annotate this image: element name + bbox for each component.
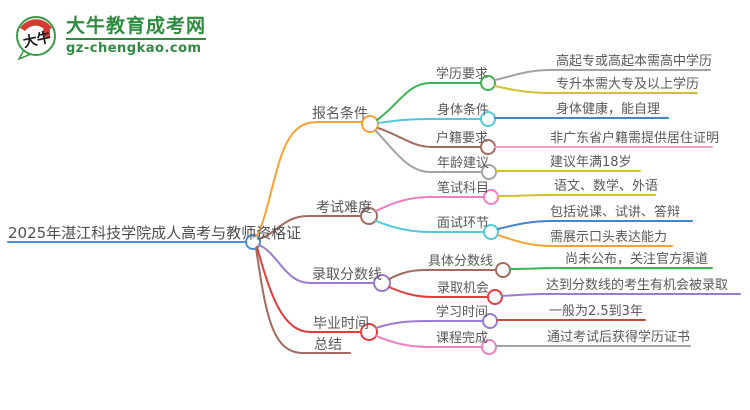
node-circle-interview-stage [483,224,499,240]
logo-seal [43,29,50,37]
edge-leaf-highschool-diploma [494,69,711,81]
edge-written-subjects [375,196,485,212]
branch-graduation-time: 毕业时间 [313,316,369,332]
sub-education-requirement: 学历要求 [436,67,489,82]
logo-bull-mark: 大牛 [16,16,56,60]
edge-household-requirement [377,127,482,148]
logo-mark-text: 大牛 [22,29,53,51]
sub-specific-score-line: 具体分数线 [428,254,494,269]
leaf-college-diploma: 专升本需大专及以上学历 [556,77,700,92]
edge-course-completion [375,335,483,348]
leaf-highschool-diploma: 高起专或高起本需高中学历 [556,54,713,69]
sub-household-requirement: 户籍要求 [436,131,489,146]
logo-red-arc [20,19,52,31]
root-topic: 2025年湛江科技学院成人高考与教师资格证 [8,224,302,242]
branch-registration-conditions: 报名条件 [312,106,368,122]
leaf-chance-admitted: 达到分数线的考生有机会被录取 [546,278,729,293]
edge-study-duration [375,320,484,329]
sub-written-subjects: 笔试科目 [437,181,490,196]
edge-leaf-chance-admitted [501,293,741,297]
leaf-years: 一般为2.5到3年 [549,304,643,319]
edge-exam-difficulty [258,215,362,240]
leaf-oral-expression: 需展示口头表达能力 [550,230,668,245]
sub-study-duration: 学习时间 [436,305,489,320]
leaf-residence-proof: 非广东省户籍需提供居住证明 [550,131,720,146]
node-circle-specific-score-line [495,262,511,278]
edge-education-requirement [376,82,482,121]
logo-title: 大牛教育成考网 [66,15,207,38]
edge-interview-stage [375,220,485,233]
edge-registration-conditions [256,121,363,237]
node-circle-graduation-time [360,323,378,341]
edge-admission-score-line [258,244,375,284]
leaf-certificate: 通过考试后获得学历证书 [547,330,691,345]
node-circle-admission-chance [487,289,503,305]
edge-physical-condition [377,118,482,124]
edge-specific-score-line [388,269,497,280]
edge-leaf-subjects [497,194,656,197]
edge-leaf-oral-expression [497,234,673,247]
node-circle-root [245,234,261,250]
edge-admission-chance [388,286,489,298]
leaf-age-18: 建议年满18岁 [550,155,632,170]
sub-course-completion: 课程完成 [436,331,489,346]
logo-domain: gz-chengkao.com [66,37,207,56]
edge-leaf-interview-content [497,220,693,230]
edge-leaf-college-diploma [494,85,698,94]
leaf-interview-content: 包括说课、试讲、答辩 [550,205,681,220]
site-logo: 大牛 大牛教育成考网 gz-chengkao.com [12,12,207,60]
sub-age-suggestion: 年龄建议 [437,156,490,171]
edge-summary [255,247,351,354]
edge-age-suggestion [375,130,483,173]
sub-physical-condition: 身体条件 [437,103,490,118]
leaf-subjects: 语文、数学、外语 [554,179,659,194]
leaf-not-published: 尚未公布，关注官方渠道 [565,252,709,267]
leaf-healthy: 身体健康，能自理 [556,102,661,117]
branch-exam-difficulty: 考试难度 [316,200,372,216]
branch-summary: 总结 [314,337,342,353]
sub-interview-stage: 面试环节 [437,216,490,231]
edge-graduation-time [256,246,362,333]
node-circle-admission-score-line [373,274,391,292]
sub-admission-chance: 录取机会 [437,281,490,296]
node-circle-education-requirement [480,75,496,91]
node-circle-registration-conditions [361,115,379,133]
node-circle-exam-difficulty [360,207,378,225]
edge-leaf-not-published [509,267,713,270]
branch-admission-score-line: 录取分数线 [312,267,382,283]
